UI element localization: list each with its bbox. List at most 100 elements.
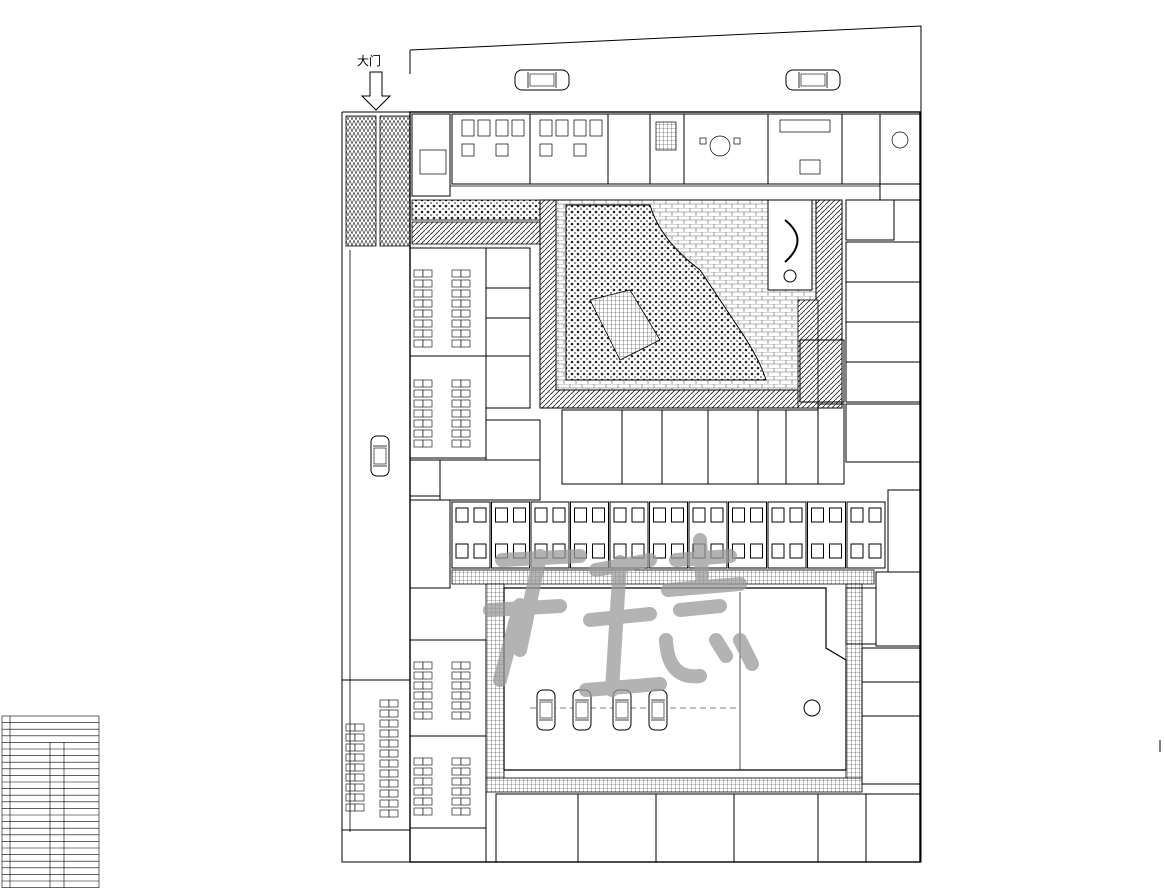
desk bbox=[379, 779, 399, 788]
desk bbox=[379, 759, 399, 768]
parking-border bbox=[451, 569, 875, 793]
desk bbox=[451, 711, 471, 720]
main-gate-label: 大门 bbox=[357, 54, 382, 68]
desk bbox=[413, 797, 433, 806]
dorm-room bbox=[530, 501, 570, 569]
classroom-desks-upper bbox=[413, 269, 471, 448]
dorm-room bbox=[767, 501, 807, 569]
desk bbox=[451, 389, 471, 398]
desk bbox=[345, 753, 365, 762]
desk bbox=[413, 681, 433, 690]
desk bbox=[345, 733, 365, 742]
dorm-room bbox=[807, 501, 846, 569]
desk bbox=[379, 809, 399, 818]
desk bbox=[413, 439, 433, 448]
desk bbox=[451, 691, 471, 700]
top-row-rooms bbox=[411, 113, 921, 201]
desk bbox=[413, 299, 433, 308]
desk bbox=[345, 793, 365, 802]
site-boundary bbox=[341, 25, 922, 863]
desk bbox=[345, 773, 365, 782]
planting-band-2 bbox=[411, 221, 541, 245]
classroom-desks-lower bbox=[345, 661, 471, 818]
dorm-room bbox=[649, 501, 688, 569]
desk bbox=[451, 409, 471, 418]
desk bbox=[451, 757, 471, 766]
desk bbox=[451, 299, 471, 308]
desk bbox=[413, 807, 433, 816]
left-classroom-wing bbox=[409, 247, 541, 501]
top-parked-cars bbox=[514, 69, 841, 91]
desk bbox=[451, 429, 471, 438]
desk bbox=[451, 787, 471, 796]
desk bbox=[379, 739, 399, 748]
middle-band-rooms bbox=[561, 409, 819, 485]
desk bbox=[413, 319, 433, 328]
desk bbox=[413, 389, 433, 398]
desk bbox=[413, 429, 433, 438]
desk bbox=[345, 743, 365, 752]
dorm-end-room bbox=[409, 499, 451, 589]
desk bbox=[345, 763, 365, 772]
lower-classroom-wing bbox=[341, 639, 487, 863]
desk bbox=[413, 329, 433, 338]
desk bbox=[451, 797, 471, 806]
desk bbox=[413, 399, 433, 408]
desk bbox=[413, 379, 433, 388]
desk bbox=[413, 419, 433, 428]
desk bbox=[379, 709, 399, 718]
desk bbox=[413, 339, 433, 348]
desk bbox=[451, 399, 471, 408]
desk bbox=[451, 279, 471, 288]
desk bbox=[451, 269, 471, 278]
desk bbox=[451, 419, 471, 428]
dorm-room bbox=[846, 501, 886, 569]
desk bbox=[413, 787, 433, 796]
gate-arrow-icon bbox=[360, 71, 392, 111]
desk bbox=[451, 701, 471, 710]
bottom-row-rooms bbox=[495, 793, 921, 863]
desk bbox=[451, 807, 471, 816]
desk bbox=[451, 661, 471, 670]
desk bbox=[379, 789, 399, 798]
desk bbox=[451, 777, 471, 786]
desk bbox=[345, 723, 365, 732]
desk bbox=[413, 409, 433, 418]
desk bbox=[345, 783, 365, 792]
desk bbox=[451, 767, 471, 776]
desk bbox=[379, 749, 399, 758]
desk bbox=[413, 691, 433, 700]
desk bbox=[451, 681, 471, 690]
desk bbox=[379, 769, 399, 778]
desk bbox=[379, 729, 399, 738]
dorm-room bbox=[728, 501, 767, 569]
desk bbox=[451, 379, 471, 388]
watermark bbox=[483, 533, 759, 697]
desk bbox=[345, 803, 365, 812]
desk bbox=[379, 799, 399, 808]
desk bbox=[413, 757, 433, 766]
central-parking-lot bbox=[503, 587, 847, 771]
desk bbox=[413, 309, 433, 318]
legend-table bbox=[1, 715, 100, 888]
top-row-furniture bbox=[419, 119, 909, 175]
desk bbox=[413, 671, 433, 680]
desk bbox=[451, 671, 471, 680]
desk bbox=[451, 339, 471, 348]
desk bbox=[413, 661, 433, 670]
desk bbox=[379, 719, 399, 728]
desk bbox=[451, 319, 471, 328]
right-side-rooms bbox=[845, 571, 921, 785]
courtyard bbox=[539, 199, 843, 409]
dorm-room bbox=[491, 501, 530, 569]
entrance-paving bbox=[345, 115, 411, 247]
desk bbox=[413, 711, 433, 720]
desk bbox=[451, 329, 471, 338]
desk bbox=[413, 701, 433, 710]
desk bbox=[379, 699, 399, 708]
desk bbox=[451, 439, 471, 448]
left-parked-car bbox=[370, 435, 390, 477]
desk bbox=[413, 289, 433, 298]
desk bbox=[413, 777, 433, 786]
